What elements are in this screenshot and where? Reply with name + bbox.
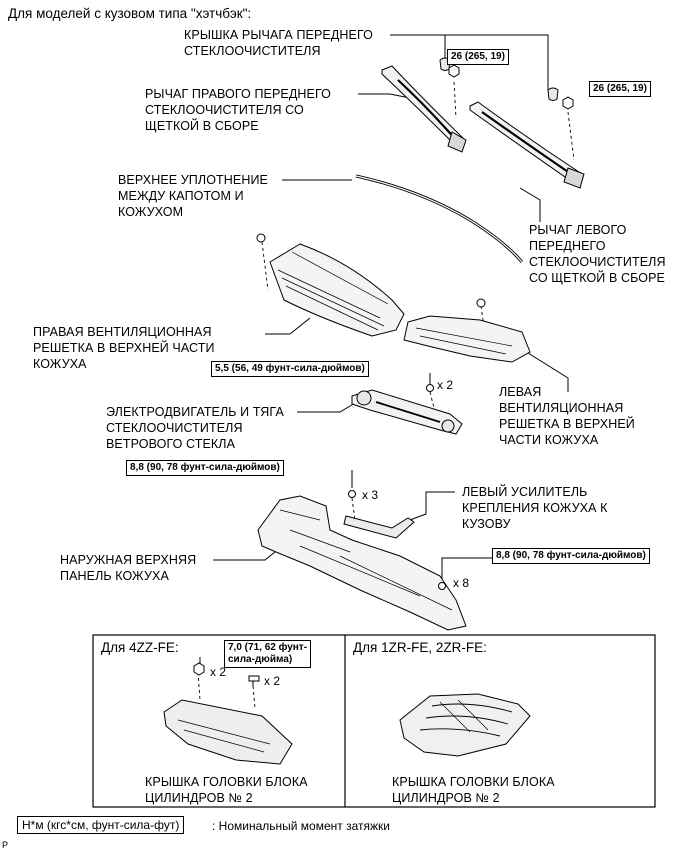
cowl-reinforcement-shape bbox=[343, 515, 415, 539]
torque-box-2: 26 (265, 19) bbox=[589, 81, 651, 97]
label-hood-seal: ВЕРХНЕЕ УПЛОТНЕНИЕ МЕЖДУ КАПОТОМ И КОЖУХ… bbox=[118, 173, 268, 219]
nut-shape-2 bbox=[562, 96, 574, 110]
torque-box-1: 26 (265, 19) bbox=[447, 49, 509, 65]
legend-torque-description: : Номинальный момент затяжки bbox=[212, 819, 390, 833]
quantity-panel-bolts: x 8 bbox=[453, 576, 470, 590]
hood-seal-shape bbox=[355, 174, 524, 263]
label-left-wiper-arm: РЫЧАГ ЛЕВОГО ПЕРЕДНЕГО СТЕКЛООЧИСТИТЕЛЯ … bbox=[529, 223, 666, 285]
torque-box-5: 8,8 (90, 78 фунт-сила-дюймов) bbox=[492, 548, 650, 564]
label-left-louver: ЛЕВАЯ ВЕНТИЛЯЦИОННАЯ РЕШЕТКА В ВЕРХНЕЙ Ч… bbox=[499, 385, 635, 447]
leader-reinforcement bbox=[409, 491, 455, 521]
head-cover-4zz-shape bbox=[163, 699, 293, 765]
torque-box-4: 8,8 (90, 78 фунт-сила-дюймов) bbox=[126, 460, 284, 476]
corner-mark: P bbox=[2, 840, 9, 850]
legend-torque-unit-box: Н*м (кгс*см, фунт-сила-фут) bbox=[17, 816, 185, 834]
label-cowl-reinforcement: ЛЕВЫЙ УСИЛИТЕЛЬ КРЕПЛЕНИЯ КОЖУХА К КУЗОВ… bbox=[462, 485, 608, 531]
quantity-reinforcement-bolts: x 3 bbox=[362, 488, 379, 502]
head-cover-1zr-shape bbox=[399, 693, 531, 757]
quantity-cover-nuts: x 2 bbox=[210, 665, 227, 679]
bolt-shape bbox=[248, 675, 260, 687]
label-right-wiper-arm: РЫЧАГ ПРАВОГО ПЕРЕДНЕГО СТЕКЛООЧИСТИТЕЛЯ… bbox=[145, 87, 331, 133]
leader-cap bbox=[390, 34, 446, 62]
label-head-cover-1zr: КРЫШКА ГОЛОВКИ БЛОКА ЦИЛИНДРОВ № 2 bbox=[392, 775, 555, 805]
left-louver-shape bbox=[403, 315, 531, 363]
right-wiper-blade-shape bbox=[397, 79, 457, 141]
quantity-motor-bolts: x 2 bbox=[437, 378, 454, 392]
label-wiper-cap: КРЫШКА РЫЧАГА ПЕРЕДНЕГО СТЕКЛООЧИСТИТЕЛЯ bbox=[184, 28, 373, 58]
leader-cap-2 bbox=[445, 34, 549, 90]
outer-cowl-panel-shape bbox=[257, 495, 467, 631]
engine-section-frame bbox=[92, 634, 656, 808]
nut-shape-3 bbox=[193, 662, 205, 676]
leader-motor bbox=[297, 399, 361, 413]
label-wiper-motor: ЭЛЕКТРОДВИГАТЕЛЬ И ТЯГА СТЕКЛООЧИСТИТЕЛЯ… bbox=[106, 405, 284, 451]
torque-box-6: 7,0 (71, 62 фунт- сила-дюйма) bbox=[224, 640, 312, 668]
leader-left-louver bbox=[519, 347, 569, 392]
leader-right-louver bbox=[265, 317, 311, 335]
leader-t5 bbox=[441, 557, 492, 580]
quantity-cover-bolts: x 2 bbox=[264, 674, 281, 688]
nut-shape-1 bbox=[448, 64, 460, 78]
torque-box-3: 5,5 (56, 49 фунт-сила-дюймов) bbox=[211, 361, 369, 377]
section-title-4zz: Для 4ZZ-FE: bbox=[101, 640, 179, 655]
diagram-title: Для моделей с кузовом типа "хэтчбэк": bbox=[8, 6, 252, 21]
label-head-cover-4zz: КРЫШКА ГОЛОВКИ БЛОКА ЦИЛИНДРОВ № 2 bbox=[145, 775, 308, 805]
right-louver-shape bbox=[269, 243, 405, 337]
label-outer-cowl-panel: НАРУЖНАЯ ВЕРХНЯЯ ПАНЕЛЬ КОЖУХА bbox=[60, 553, 197, 583]
section-title-1zr-2zr: Для 1ZR-FE, 2ZR-FE: bbox=[353, 640, 487, 655]
wiper-cap-left-shape bbox=[547, 87, 559, 101]
label-right-louver: ПРАВАЯ ВЕНТИЛЯЦИОННАЯ РЕШЕТКА В ВЕРХНЕЙ … bbox=[33, 325, 215, 371]
left-wiper-blade-shape bbox=[481, 111, 575, 177]
leader-left-arm bbox=[519, 187, 541, 222]
